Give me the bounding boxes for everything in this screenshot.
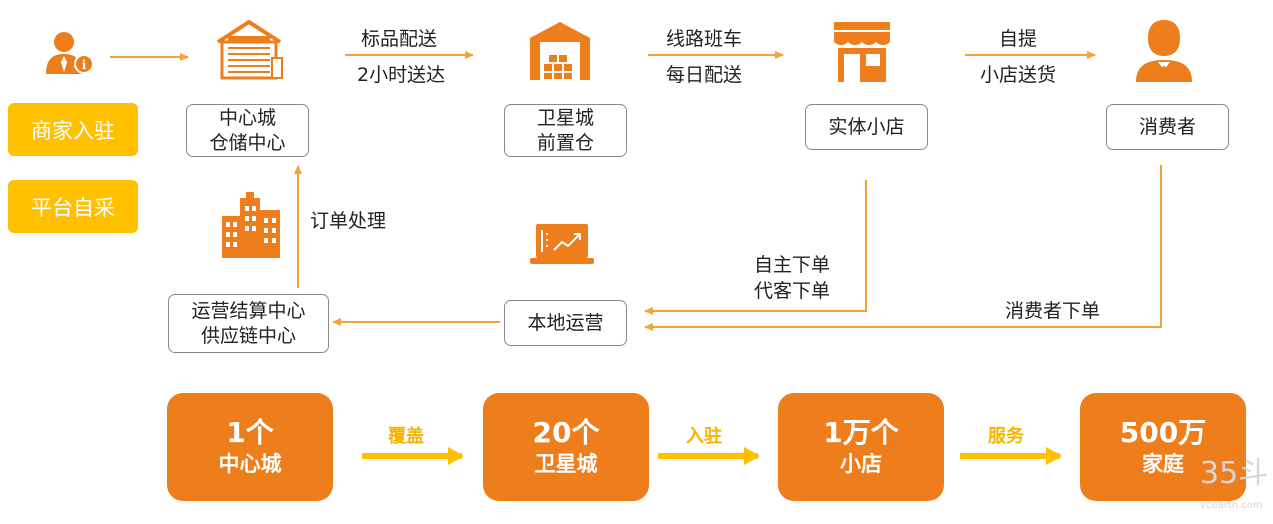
watermark-logo: 35斗 <box>1200 456 1269 491</box>
stat-satellite-city: 20个 卫星城 <box>483 393 649 501</box>
stat-value: 1个 <box>226 416 274 449</box>
store-node: 实体小店 <box>805 104 928 150</box>
stat-central-city: 1个 中心城 <box>167 393 333 501</box>
watermark-url: vcearth.com <box>1200 500 1263 511</box>
stat-label: 卫星城 <box>534 452 598 476</box>
local-ops-node-label: 本地运营 <box>527 311 604 334</box>
stat-value: 20个 <box>532 416 600 449</box>
ops-node-line1: 运营结算中心 <box>191 299 306 322</box>
warehouse-icon <box>216 19 283 80</box>
merchant-entry-tag: 商家入驻 <box>8 103 138 156</box>
svg-text:i: i <box>82 58 87 72</box>
central-warehouse-node: 中心城 仓储中心 <box>186 104 309 157</box>
arrow-label-cover: 覆盖 <box>388 426 424 447</box>
ops-settlement-node: 运营结算中心 供应链中心 <box>168 294 329 353</box>
consumer-node: 消费者 <box>1106 104 1229 150</box>
satellite-node-line2: 前置仓 <box>536 131 594 154</box>
consumer-node-label: 消费者 <box>1138 115 1196 138</box>
label-two-hour: 2小时送达 <box>357 64 446 86</box>
laptop-chart-icon <box>530 224 594 264</box>
platform-purchase-tag: 平台自采 <box>8 180 138 233</box>
satellite-warehouse-icon <box>530 22 590 80</box>
label-standard-delivery: 标品配送 <box>361 28 438 50</box>
storefront-icon <box>834 22 890 82</box>
arrow-consumer-to-local <box>644 165 1162 331</box>
stat-label: 小店 <box>840 452 882 476</box>
office-buildings-icon <box>222 192 280 258</box>
stat-families: 500万 家庭 <box>1080 393 1246 501</box>
merchant-person-icon: i <box>46 32 94 74</box>
satellite-node-line1: 卫星城 <box>536 106 594 129</box>
arrow-label-serve: 服务 <box>988 426 1024 447</box>
arrow-label-settle: 入驻 <box>686 426 722 447</box>
stat-value: 1万个 <box>823 416 899 449</box>
label-self-order: 自主下单 <box>754 254 831 276</box>
stat-value: 500万 <box>1119 416 1207 449</box>
arrow-store-to-local <box>644 180 867 315</box>
stat-label: 家庭 <box>1142 452 1184 476</box>
central-node-line1: 中心城 <box>218 106 276 129</box>
label-consumer-order: 消费者下单 <box>1005 300 1101 322</box>
label-order-processing: 订单处理 <box>310 210 387 232</box>
local-ops-node: 本地运营 <box>504 300 627 346</box>
central-node-line2: 仓储中心 <box>209 131 286 154</box>
store-node-label: 实体小店 <box>828 115 905 138</box>
stat-stores: 1万个 小店 <box>778 393 944 501</box>
label-pickup: 自提 <box>999 28 1038 50</box>
label-proxy-order: 代客下单 <box>754 280 831 302</box>
satellite-node: 卫星城 前置仓 <box>504 104 627 157</box>
stat-label: 中心城 <box>218 452 282 476</box>
consumer-icon <box>1136 20 1192 82</box>
label-daily: 每日配送 <box>666 64 743 86</box>
label-line-bus: 线路班车 <box>666 28 743 50</box>
ops-node-line2: 供应链中心 <box>200 324 296 347</box>
label-store-delivery: 小店送货 <box>980 64 1057 86</box>
